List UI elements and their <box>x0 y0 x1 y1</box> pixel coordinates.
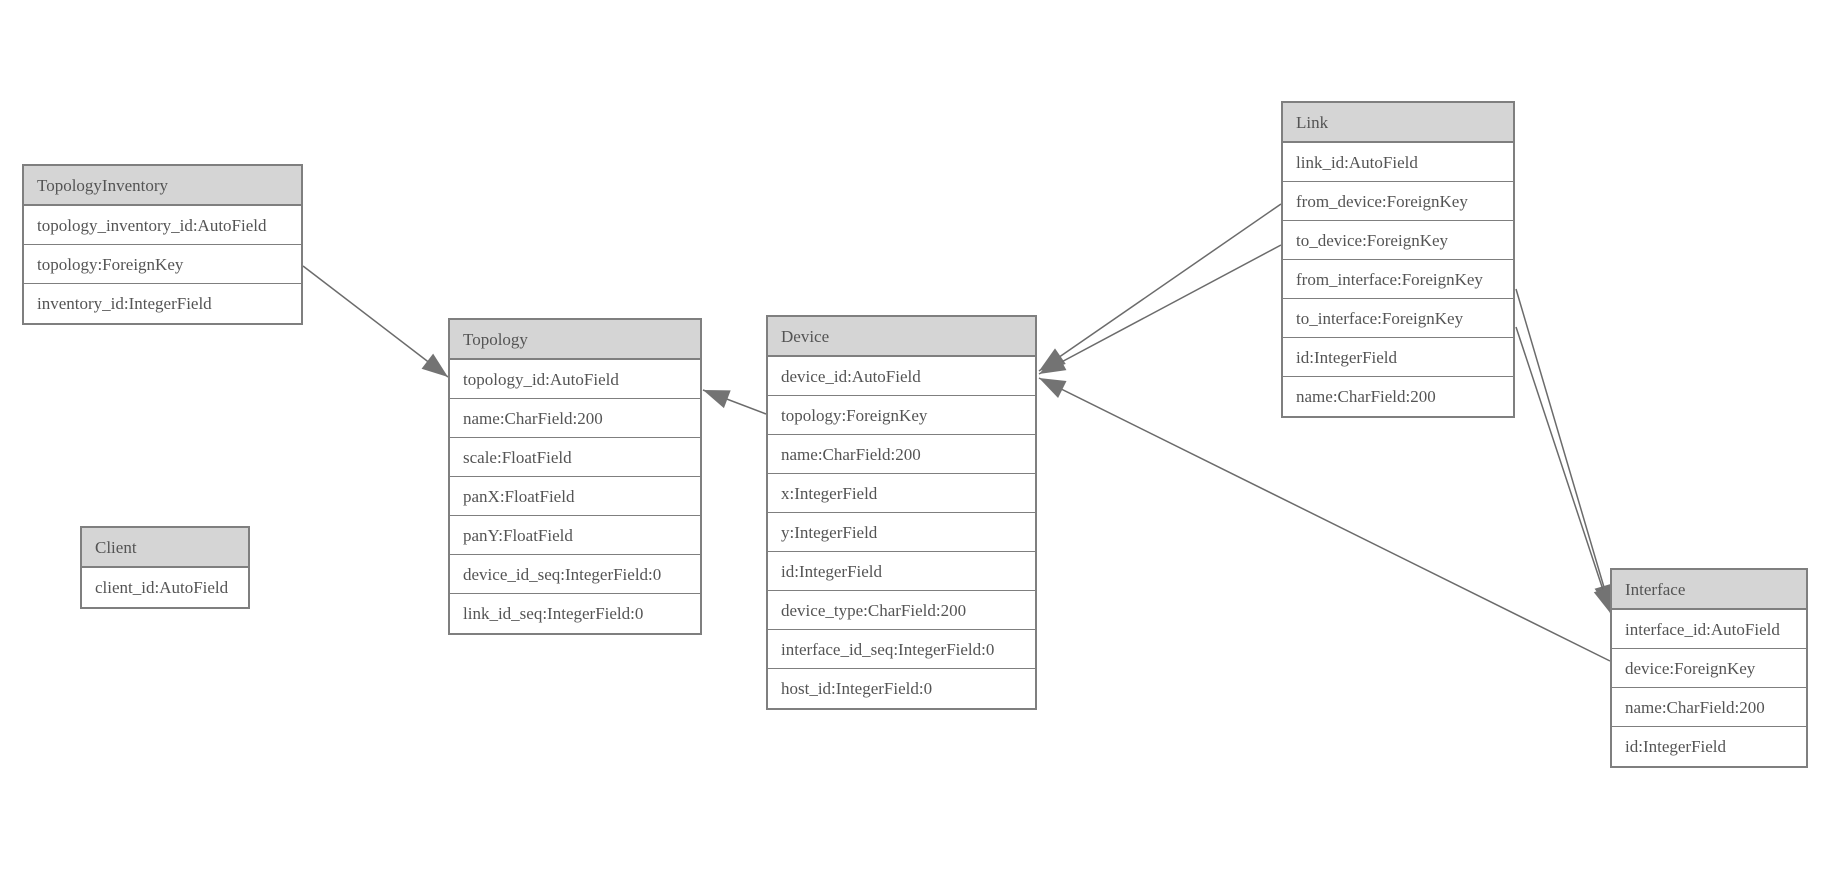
field-row: to_interface:ForeignKey <box>1283 299 1513 338</box>
relation-line-topologyinventory-topology-to-topology <box>302 265 449 378</box>
field-row: to_device:ForeignKey <box>1283 221 1513 260</box>
field-row: panX:FloatField <box>450 477 700 516</box>
field-row: name:CharField:200 <box>450 399 700 438</box>
relation-line-link-from_device-to-device <box>1038 203 1282 372</box>
field-row: id:IntegerField <box>1612 727 1806 766</box>
field-row: topology:ForeignKey <box>24 245 301 284</box>
field-row: name:CharField:200 <box>1612 688 1806 727</box>
relation-line-link-to_device-to-device <box>1038 244 1282 375</box>
field-row: client_id:AutoField <box>82 568 248 607</box>
field-row: link_id:AutoField <box>1283 143 1513 182</box>
relation-arrowhead-icon <box>421 353 448 377</box>
field-row: from_device:ForeignKey <box>1283 182 1513 221</box>
field-row: interface_id_seq:IntegerField:0 <box>768 630 1035 669</box>
field-row: topology:ForeignKey <box>768 396 1035 435</box>
field-row: topology_id:AutoField <box>450 360 700 399</box>
relation-line-link-to_interface-to-interface <box>1515 326 1612 615</box>
entity-title: Interface <box>1612 570 1806 610</box>
field-row: name:CharField:200 <box>1283 377 1513 416</box>
field-row: device_id_seq:IntegerField:0 <box>450 555 700 594</box>
field-row: device_id:AutoField <box>768 357 1035 396</box>
field-row: device_type:CharField:200 <box>768 591 1035 630</box>
field-row: inventory_id:IntegerField <box>24 284 301 323</box>
field-row: panY:FloatField <box>450 516 700 555</box>
relation-arrowhead-icon <box>1593 586 1612 614</box>
relation-arrowhead-icon <box>1039 378 1067 399</box>
field-row: from_interface:ForeignKey <box>1283 260 1513 299</box>
entity-title: Device <box>768 317 1035 357</box>
entity-title: Client <box>82 528 248 568</box>
entity-title: TopologyInventory <box>24 166 301 206</box>
relation-line-link-from_interface-to-interface <box>1515 288 1612 612</box>
field-row: device:ForeignKey <box>1612 649 1806 688</box>
field-row: scale:FloatField <box>450 438 700 477</box>
field-row: link_id_seq:IntegerField:0 <box>450 594 700 633</box>
field-row: id:IntegerField <box>768 552 1035 591</box>
relation-line-interface-device-to-device <box>1038 377 1611 662</box>
field-row: id:IntegerField <box>1283 338 1513 377</box>
field-row: topology_inventory_id:AutoField <box>24 206 301 245</box>
field-row: host_id:IntegerField:0 <box>768 669 1035 708</box>
field-row: name:CharField:200 <box>768 435 1035 474</box>
relation-arrowhead-icon <box>1039 353 1067 374</box>
entity-title: Topology <box>450 320 700 360</box>
field-row: interface_id:AutoField <box>1612 610 1806 649</box>
field-row: x:IntegerField <box>768 474 1035 513</box>
entity-title: Link <box>1283 103 1513 143</box>
relation-arrowhead-icon <box>703 390 731 409</box>
field-row: y:IntegerField <box>768 513 1035 552</box>
